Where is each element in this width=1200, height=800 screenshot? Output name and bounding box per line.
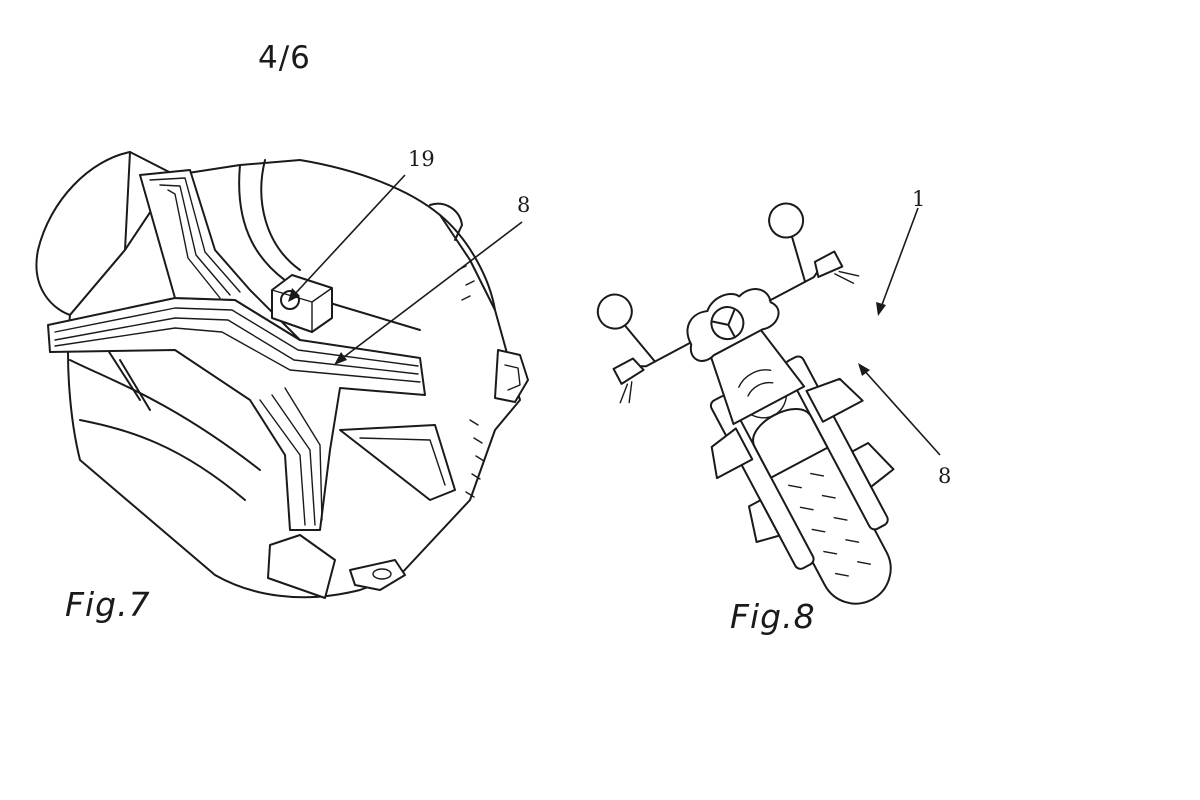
fig7-ref-8: 8 bbox=[517, 193, 530, 217]
fig7-ref-19: 19 bbox=[408, 147, 435, 171]
fig7-caption: Fig.7 bbox=[65, 585, 151, 624]
fig8-drawing bbox=[573, 188, 995, 661]
fig8-ref-1: 1 bbox=[912, 187, 925, 211]
fig8-caption: Fig.8 bbox=[730, 597, 816, 636]
fig8-ref-8: 8 bbox=[938, 464, 951, 488]
fig7-drawing bbox=[36, 152, 528, 598]
fig8-leaders bbox=[858, 208, 940, 455]
